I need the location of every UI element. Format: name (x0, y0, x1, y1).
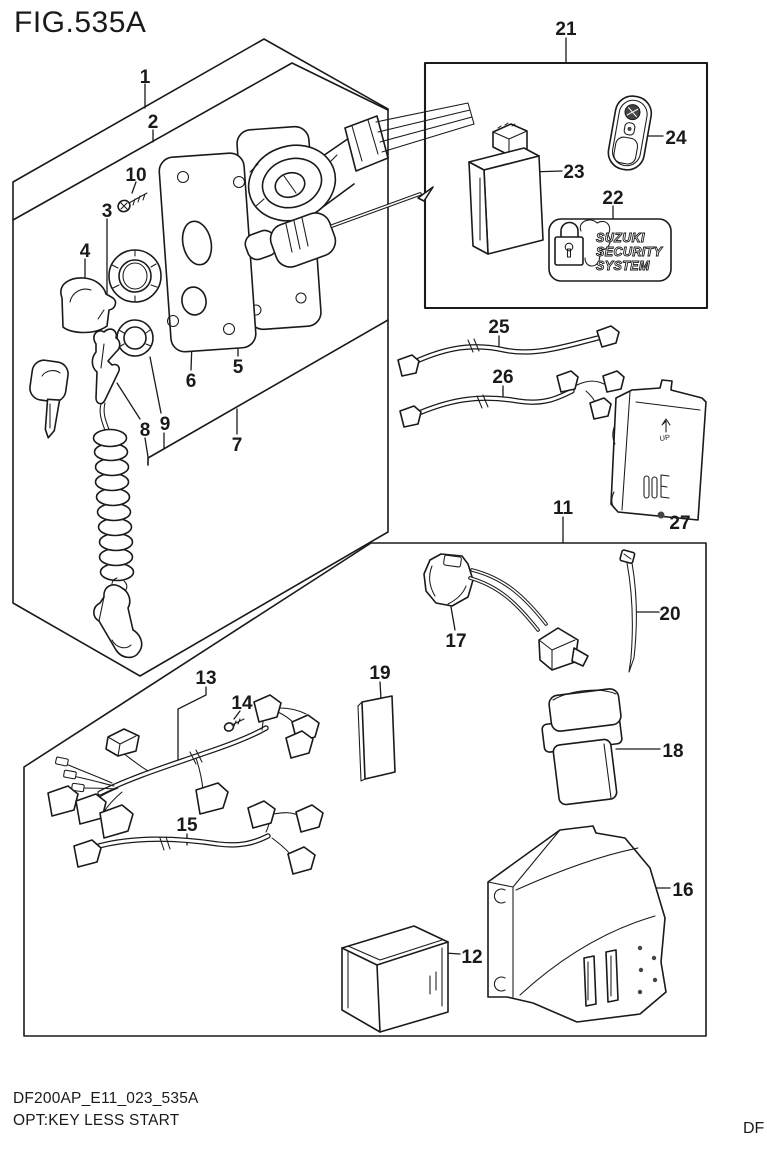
callout-22: 22 (602, 188, 623, 209)
callout-1: 1 (140, 67, 151, 88)
callout-8: 8 (140, 420, 151, 441)
harness-25 (397, 325, 620, 377)
callout-4: 4 (80, 241, 91, 262)
panel-assembly-box (12, 38, 389, 677)
screw-14 (223, 718, 245, 732)
callout-9: 9 (160, 414, 171, 435)
security-kit-box (423, 61, 709, 310)
sensor-17 (423, 553, 589, 671)
harness-13 (47, 694, 320, 839)
option-note: OPT:KEY LESS START (13, 1112, 180, 1129)
cable-tie-20 (619, 549, 637, 673)
callout-14: 14 (231, 693, 253, 714)
control-module (468, 122, 544, 255)
harness-kit-box (23, 542, 707, 1037)
callout-11: 11 (553, 498, 574, 519)
callout-15: 15 (176, 815, 198, 836)
stop-switch (244, 186, 434, 268)
security-plate-line3: SYSTEM (596, 259, 650, 273)
callout-5: 5 (233, 357, 244, 378)
callout-16: 16 (672, 880, 693, 901)
ring-nut-large (108, 249, 162, 303)
bracket-16 (487, 825, 667, 1023)
callout-17: 17 (445, 631, 466, 652)
drawing-code: DF200AP_E11_023_535A (13, 1090, 199, 1107)
callout-23: 23 (563, 162, 584, 183)
cover-27: UP (610, 379, 707, 521)
screw-10 (117, 192, 148, 213)
callout-2: 2 (148, 112, 159, 133)
lanyard-clip (91, 328, 121, 437)
callout-18: 18 (662, 741, 683, 762)
relay-18 (541, 688, 623, 806)
corner-code: DF (743, 1120, 765, 1137)
mounting-plate-front (158, 152, 257, 353)
harness-15 (73, 800, 324, 875)
callout-25: 25 (488, 317, 510, 338)
security-plate-line1: SUZUKI (596, 231, 645, 245)
callout-20: 20 (659, 604, 680, 625)
pad-19 (357, 695, 396, 782)
callout-12: 12 (461, 947, 482, 968)
key-fob (607, 95, 653, 171)
callout-26: 26 (492, 367, 513, 388)
lanyard-carabiner (93, 577, 143, 659)
ring-nut-small (116, 319, 154, 357)
harness-26 (399, 370, 625, 428)
callout-10: 10 (125, 165, 146, 186)
figure-title: FIG.535A (14, 6, 147, 39)
security-plate-line2: SECURITY (596, 245, 664, 259)
callout-24: 24 (665, 128, 687, 149)
switch-cover-cap (60, 277, 117, 334)
key (29, 359, 69, 439)
callout-21: 21 (555, 19, 577, 40)
callout-6: 6 (186, 371, 197, 392)
security-plate: SUZUKI SECURITY SYSTEM (548, 218, 672, 282)
callout-19: 19 (369, 663, 390, 684)
footer: DF200AP_E11_023_535A OPT:KEY LESS START (13, 1088, 199, 1132)
ignition-switch (247, 102, 475, 222)
tray-12 (341, 925, 449, 1033)
callout-13: 13 (195, 668, 216, 689)
callout-3: 3 (102, 201, 113, 222)
callout-7: 7 (232, 435, 243, 456)
lanyard-coil (92, 428, 135, 582)
cover-up-marking: UP (659, 433, 671, 443)
callout-27: 27 (669, 513, 690, 534)
